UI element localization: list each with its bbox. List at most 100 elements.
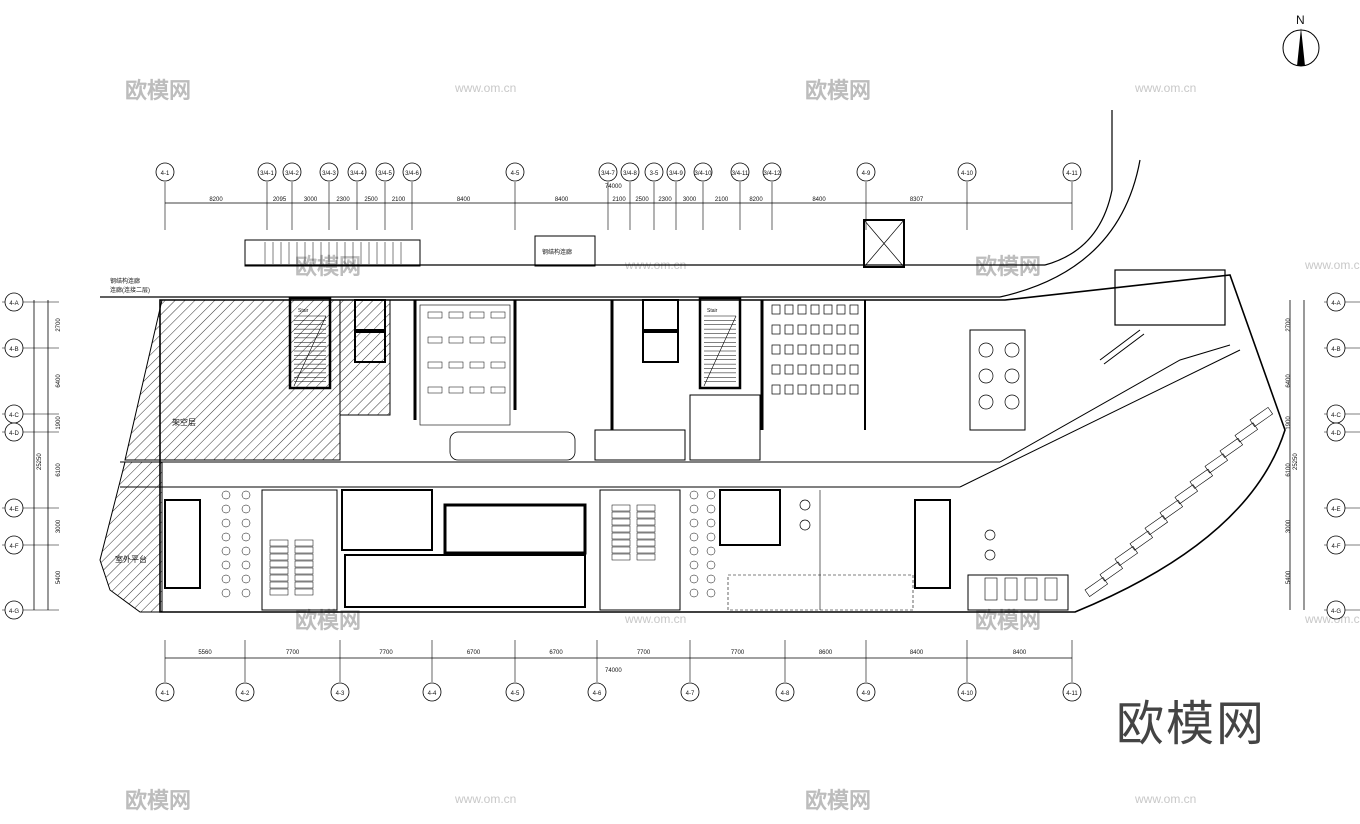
axis-label: 3/4-3 <box>322 171 336 177</box>
axis-label: 4-A <box>9 301 18 307</box>
watermark-url: www.om.cn <box>624 612 686 626</box>
dimension-value: 8400 <box>812 197 826 203</box>
axis-label: 3/4-9 <box>669 171 683 177</box>
watermark-url: www.om.cn <box>1304 258 1360 272</box>
stair-label: Stair <box>707 308 718 314</box>
brand-watermark: 欧模网 <box>1116 696 1267 752</box>
corridor-label-top: 钢结构连廊 <box>542 248 572 256</box>
watermark-url: www.om.cn <box>1134 792 1196 806</box>
watermark: 欧模网 <box>805 788 871 814</box>
dimension-value: 6700 <box>467 650 481 656</box>
axis-label: 3/4-7 <box>601 171 615 177</box>
axis-label: 4-D <box>1331 431 1341 437</box>
axis-label: 3/4-1 <box>260 171 274 177</box>
dimension-value: 2100 <box>715 197 729 203</box>
steel-corridor: 钢结构连廊 钢结构连廊 连廊(连接二层) <box>100 110 1141 298</box>
north-label: N <box>1296 13 1305 27</box>
bottom-total-dimension: 74000 <box>605 668 622 674</box>
dimension-value: 8400 <box>555 197 569 203</box>
dimension-value: 8200 <box>209 197 223 203</box>
axis-label: 4-2 <box>241 691 250 697</box>
round-tables <box>799 342 1020 561</box>
watermark-url: www.om.cn <box>454 81 516 95</box>
dimension-value: 8600 <box>819 650 833 656</box>
dimension-value: 2100 <box>392 197 406 203</box>
watermark: 欧模网 <box>125 78 191 104</box>
dimension-value: 2700 <box>56 318 62 332</box>
gym-equipment <box>427 304 859 395</box>
axis-label: 4-B <box>1331 347 1340 353</box>
dimension-value: 8200 <box>749 197 763 203</box>
dimension-value: 8400 <box>910 650 924 656</box>
axis-label: 4-9 <box>862 171 871 177</box>
axis-label: 4-11 <box>1066 171 1078 177</box>
dimension-value: 1900 <box>56 416 62 430</box>
axis-label: 4-G <box>9 609 19 615</box>
axis-label: 4-G <box>1331 609 1341 615</box>
dimension-value: 1900 <box>1286 416 1292 430</box>
dimension-value: 8400 <box>1013 650 1027 656</box>
axis-label: 4-1 <box>161 171 170 177</box>
dimension-value: 2700 <box>1286 318 1292 332</box>
dimension-value: 5400 <box>56 570 62 584</box>
hatch-label-2: 室外平台 <box>115 554 147 564</box>
axis-label: 4-C <box>9 413 19 419</box>
corridor-label-left-1: 钢结构连廊 <box>110 277 140 285</box>
axis-label: 4-7 <box>686 691 695 697</box>
dimension-value: 6700 <box>549 650 563 656</box>
top-total-dimension: 74000 <box>605 184 622 190</box>
axis-label: 3/4-2 <box>285 171 299 177</box>
north-arrow-icon: N <box>1282 13 1320 67</box>
stair-label: Stair <box>298 308 309 314</box>
dimension-value: 7700 <box>637 650 651 656</box>
axis-label: 4-D <box>9 431 19 437</box>
watermark-url: www.om.cn <box>454 792 516 806</box>
axis-label: 4-C <box>1331 413 1341 419</box>
stair-2: Stair <box>698 296 742 390</box>
curved-seating <box>984 406 1274 601</box>
axis-label: 4-F <box>10 544 19 550</box>
axis-label: 3/4-10 <box>694 171 712 177</box>
left-dimension-lines: 4-A4-B4-C4-D4-E4-F4-G2700640019006100300… <box>2 292 62 620</box>
axis-label: 4-1 <box>161 691 170 697</box>
axis-label: 3/4-8 <box>623 171 637 177</box>
right-total-dimension: 25250 <box>1293 453 1299 470</box>
dimension-value: 2300 <box>336 197 350 203</box>
axis-label: 4-10 <box>961 171 974 177</box>
dimension-value: 7700 <box>379 650 393 656</box>
dimension-value: 3000 <box>1286 519 1292 533</box>
axis-label: 3/4-12 <box>763 171 781 177</box>
dimension-value: 2500 <box>364 197 378 203</box>
right-dimension-lines: 4-A4-B4-C4-D4-E4-F4-G2700640019006100300… <box>1286 292 1360 620</box>
dimension-value: 5400 <box>1286 570 1292 584</box>
dimension-value: 6400 <box>56 374 62 388</box>
axis-label: 4-10 <box>961 691 974 697</box>
stair-cores: Stair Stair <box>164 296 951 589</box>
axis-label: 3-5 <box>650 171 659 177</box>
north-rooms <box>413 269 1226 461</box>
corridor-label-left-2: 连廊(连接二层) <box>110 286 150 294</box>
watermark: 欧模网 <box>125 788 191 814</box>
dimension-value: 2300 <box>658 197 672 203</box>
axis-label: 4-4 <box>428 691 437 697</box>
axis-label: 3/4-6 <box>405 171 419 177</box>
dimension-value: 6100 <box>56 463 62 477</box>
dimension-value: 2100 <box>612 197 626 203</box>
watermark-url: www.om.cn <box>1134 81 1196 95</box>
axis-label: 4-11 <box>1066 691 1078 697</box>
watermark: 欧模网 <box>295 254 361 280</box>
axis-label: 4-B <box>9 347 18 353</box>
axis-label: 4-5 <box>511 171 520 177</box>
dimension-value: 7700 <box>286 650 300 656</box>
south-rooms <box>261 489 1069 611</box>
axis-label: 4-E <box>1331 507 1340 513</box>
dimension-value: 6100 <box>1286 463 1292 477</box>
axis-label: 3/4-11 <box>732 171 749 177</box>
dimension-value: 2500 <box>635 197 649 203</box>
axis-label: 4-8 <box>781 691 790 697</box>
dimension-value: 2095 <box>273 197 287 203</box>
dimension-value: 3000 <box>56 519 62 533</box>
watermark: 欧模网 <box>805 78 871 104</box>
